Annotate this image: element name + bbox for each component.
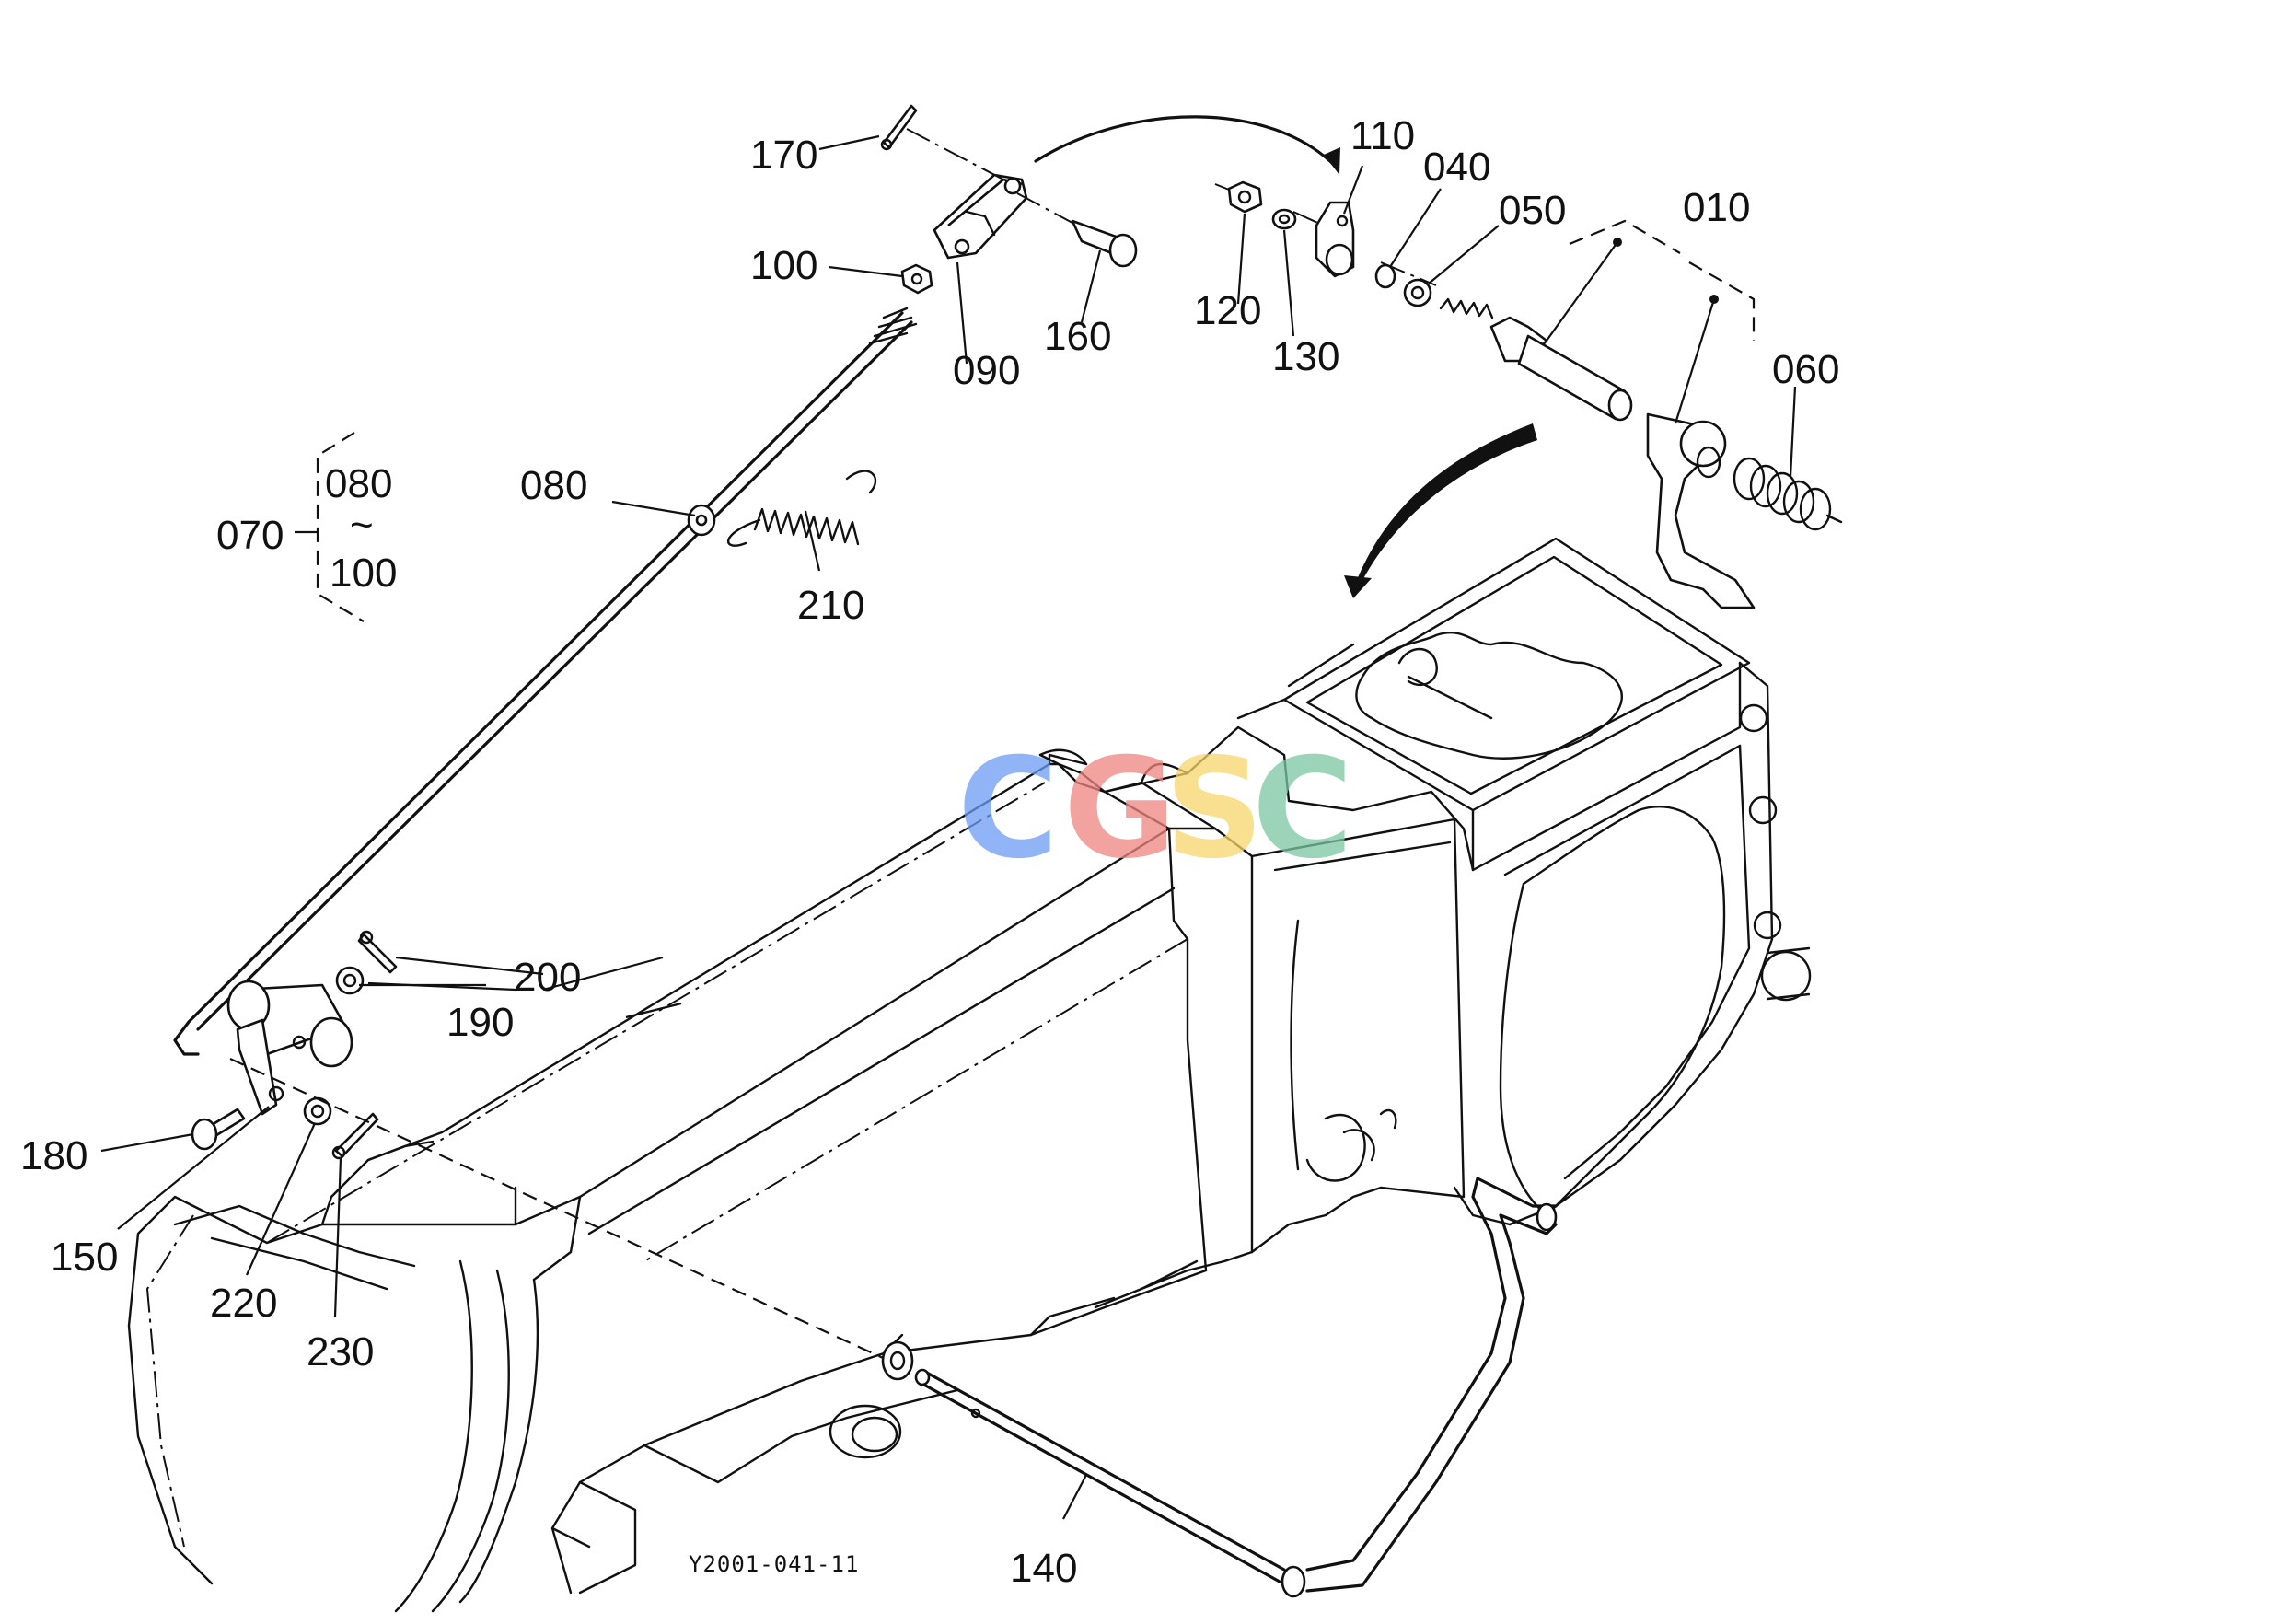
rod-080 — [173, 307, 918, 1056]
reference-code: Y2001-041-11 — [689, 1551, 859, 1577]
callout-060: 060 — [1772, 347, 1839, 392]
callout-140: 140 — [1010, 1546, 1077, 1591]
group-070-from: 080 — [325, 461, 392, 506]
watermark-letter-1: C — [957, 729, 1059, 889]
callout-150: 150 — [51, 1235, 118, 1280]
callout-050: 050 — [1499, 188, 1566, 233]
group-070-range-mark: ~ — [350, 503, 374, 548]
watermark-letter-2: G — [1063, 729, 1176, 889]
callout-070: 070 — [216, 513, 284, 558]
callout-040: 040 — [1423, 145, 1490, 190]
callout-080: 080 — [520, 463, 587, 508]
callout-210: 210 — [797, 583, 864, 628]
pin-160 — [1071, 219, 1138, 268]
shift-fork-assembly — [1214, 180, 1843, 609]
callout-120: 120 — [1194, 288, 1261, 333]
leader-lines — [100, 134, 1797, 1520]
watermark-letter-3: S — [1165, 729, 1264, 889]
callout-labels: 010 040 050 060 070 080 090 100 110 120 … — [20, 113, 1839, 1591]
callout-160: 160 — [1044, 314, 1111, 359]
callout-090: 090 — [953, 348, 1020, 393]
callout-110: 110 — [1350, 113, 1415, 158]
group-bracket-070 — [295, 432, 365, 622]
callout-230: 230 — [307, 1329, 374, 1375]
assembly-arrows — [1034, 115, 1537, 598]
watermark-letter-4: C — [1252, 729, 1353, 889]
callout-200: 200 — [514, 955, 581, 1000]
shift-rod-140 — [229, 1058, 1558, 1598]
transmission-housing — [127, 537, 1812, 1613]
nut-100 — [900, 263, 933, 295]
cotter-pin-170 — [880, 104, 918, 151]
spring-060 — [1733, 457, 1843, 531]
callout-010: 010 — [1683, 185, 1750, 230]
spring-210 — [727, 470, 876, 547]
callout-180: 180 — [20, 1133, 87, 1178]
callout-170: 170 — [750, 133, 817, 178]
callout-190: 190 — [446, 1000, 514, 1045]
callout-100: 100 — [750, 243, 817, 288]
callout-220: 220 — [210, 1281, 277, 1326]
callout-130: 130 — [1272, 334, 1339, 379]
group-bracket-010 — [1569, 219, 1756, 341]
watermark-logo: C G S C — [957, 729, 1353, 889]
lever-assembly — [191, 930, 398, 1160]
group-070-to: 100 — [330, 551, 397, 596]
